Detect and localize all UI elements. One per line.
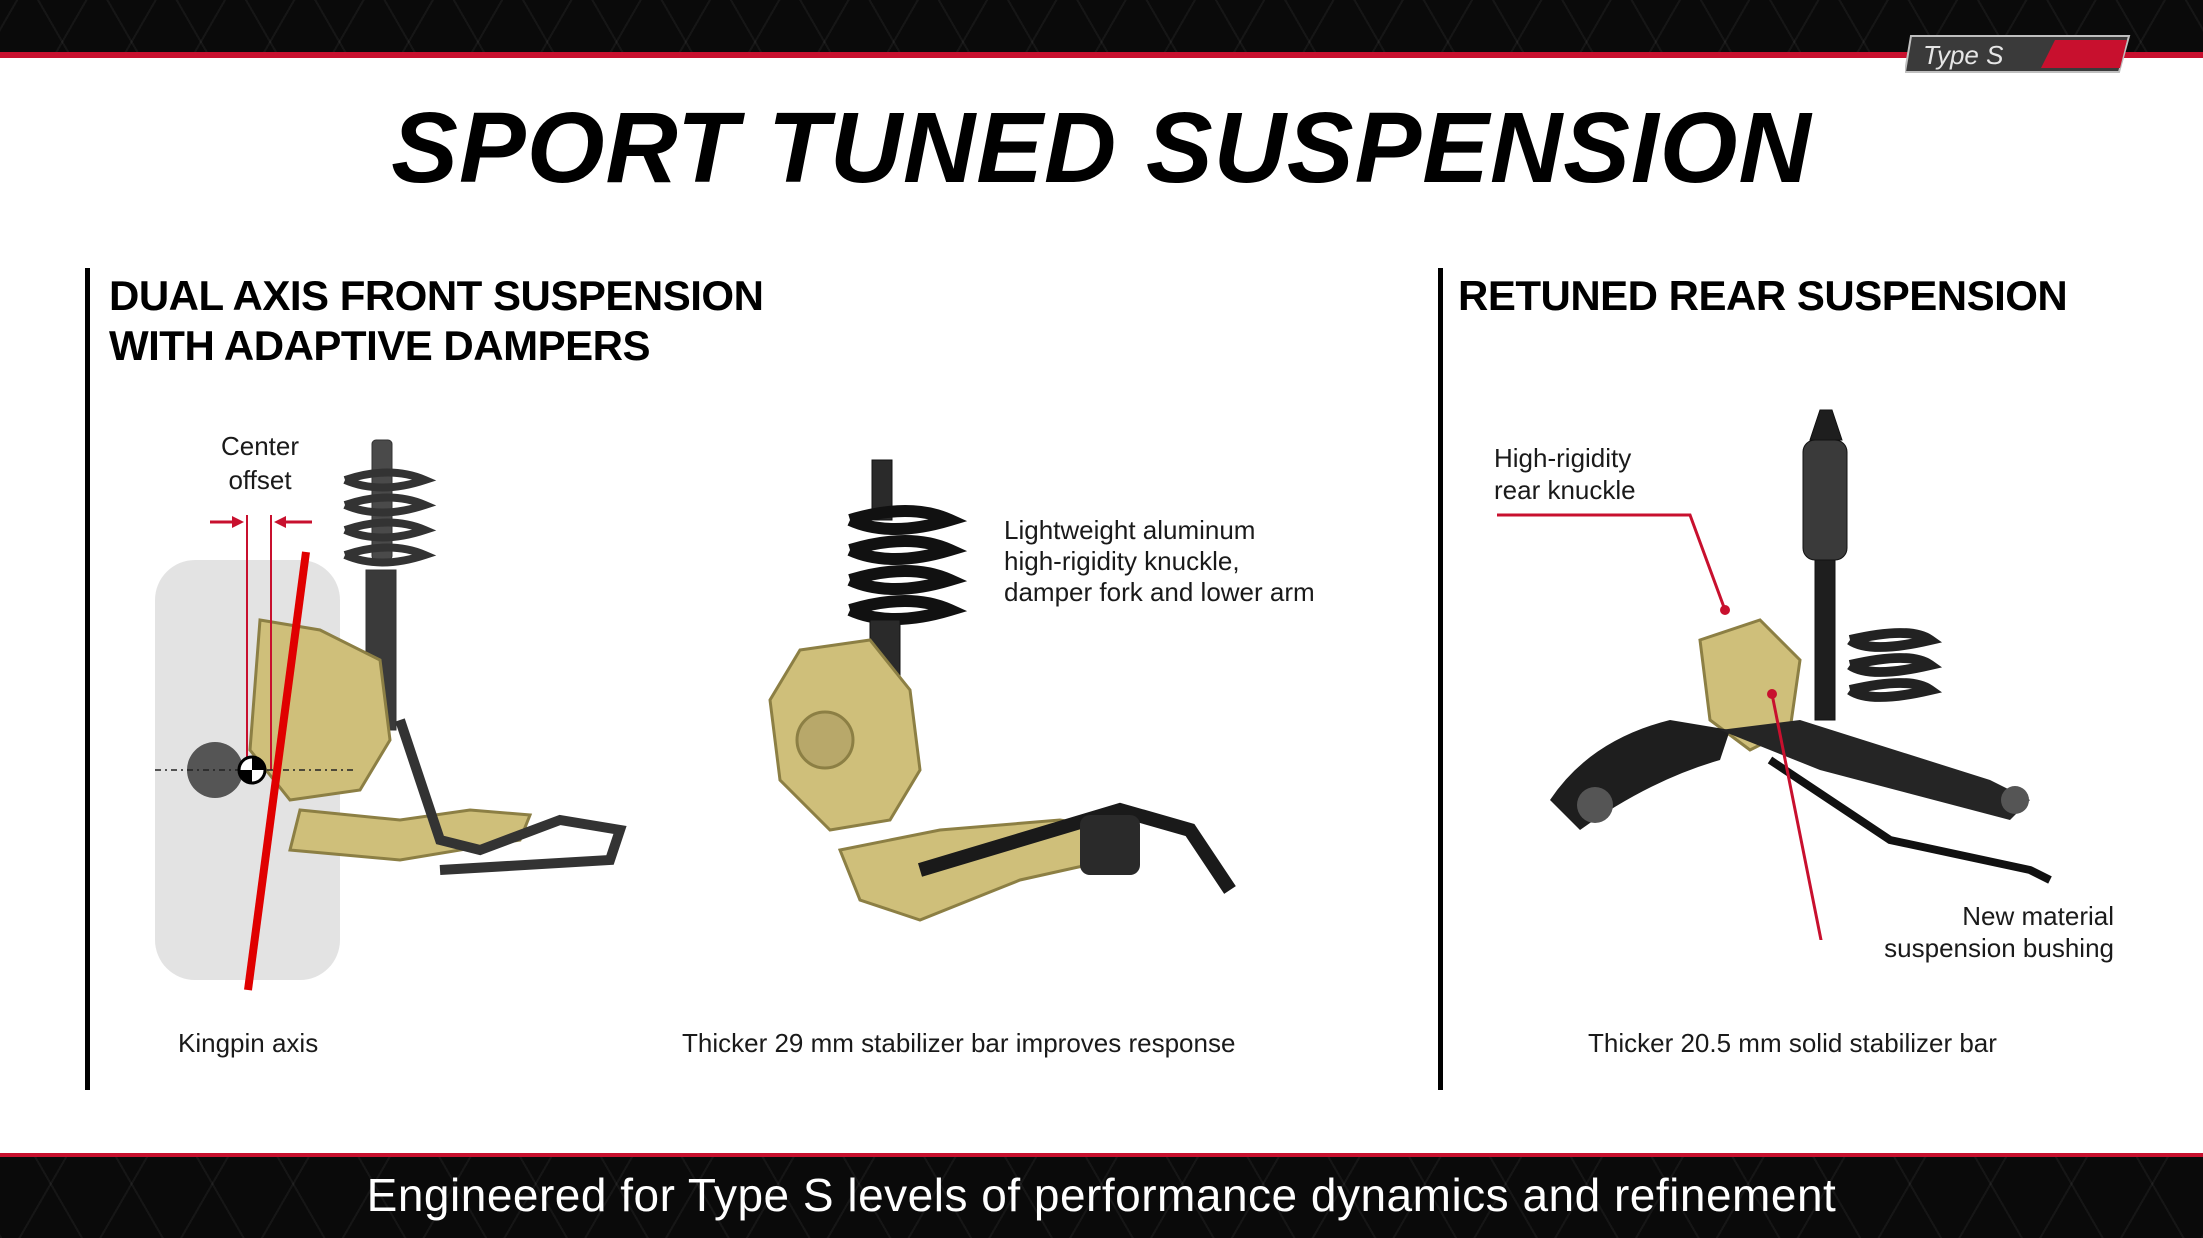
top-banner	[0, 0, 2203, 56]
knuckle-label-line2: high-rigidity knuckle,	[1004, 546, 1240, 576]
type-s-logo: Type S	[1905, 35, 2131, 73]
rear-knuckle-label-line1: High-rigidity	[1494, 443, 1632, 473]
bottom-banner	[0, 1153, 2203, 1238]
front-stabilizer-bar	[917, 802, 1236, 894]
front-links	[395, 718, 627, 875]
front-heading-line2: WITH ADAPTIVE DAMPERS	[109, 322, 650, 369]
rear-lower-arm	[1720, 720, 2030, 820]
rear-upper-arm	[1550, 720, 1730, 830]
rear-damper	[1802, 409, 1848, 721]
logo-text: Type S	[1923, 40, 2004, 70]
front-kingpin-diagram	[155, 439, 627, 991]
kingpin-axis-label: Kingpin axis	[178, 1028, 319, 1058]
front-section-divider	[85, 268, 90, 1090]
front-heading-line1: DUAL AXIS FRONT SUSPENSION	[109, 272, 764, 319]
rear-suspension-diagram	[1497, 409, 2052, 940]
rear-section-divider	[1438, 268, 1443, 1090]
rear-heading: RETUNED REAR SUSPENSION	[1458, 272, 2068, 319]
aluminum-lower-arm	[837, 818, 1122, 922]
front-knuckle-diagram	[768, 459, 1236, 922]
rear-stabilizer-bar	[1767, 756, 2052, 884]
bushing-label-line1: New material	[1962, 901, 2114, 931]
bottom-accent-line	[0, 1153, 2203, 1157]
center-offset-label-line1: Center	[220, 431, 300, 461]
kingpin-axis-line	[244, 551, 310, 991]
top-accent-line	[0, 52, 2203, 58]
rear-spring	[1847, 628, 1943, 702]
front-stabilizer-caption: Thicker 29 mm stabilizer bar improves re…	[682, 1028, 1236, 1058]
tagline: Engineered for Type S levels of performa…	[366, 1169, 1837, 1221]
front-lower-arm	[288, 808, 533, 862]
knuckle-label-line1: Lightweight aluminum	[1004, 515, 1256, 545]
bushing-label-line2: suspension bushing	[1884, 933, 2114, 963]
knuckle-label-line3: damper fork and lower arm	[1004, 577, 1315, 607]
rear-stabilizer-caption: Thicker 20.5 mm solid stabilizer bar	[1588, 1028, 1997, 1058]
rear-knuckle-label-line2: rear knuckle	[1494, 475, 1636, 505]
front-strut	[343, 439, 437, 731]
center-offset-label-line2: offset	[228, 465, 292, 495]
page-title: SPORT TUNED SUSPENSION	[391, 92, 1812, 204]
